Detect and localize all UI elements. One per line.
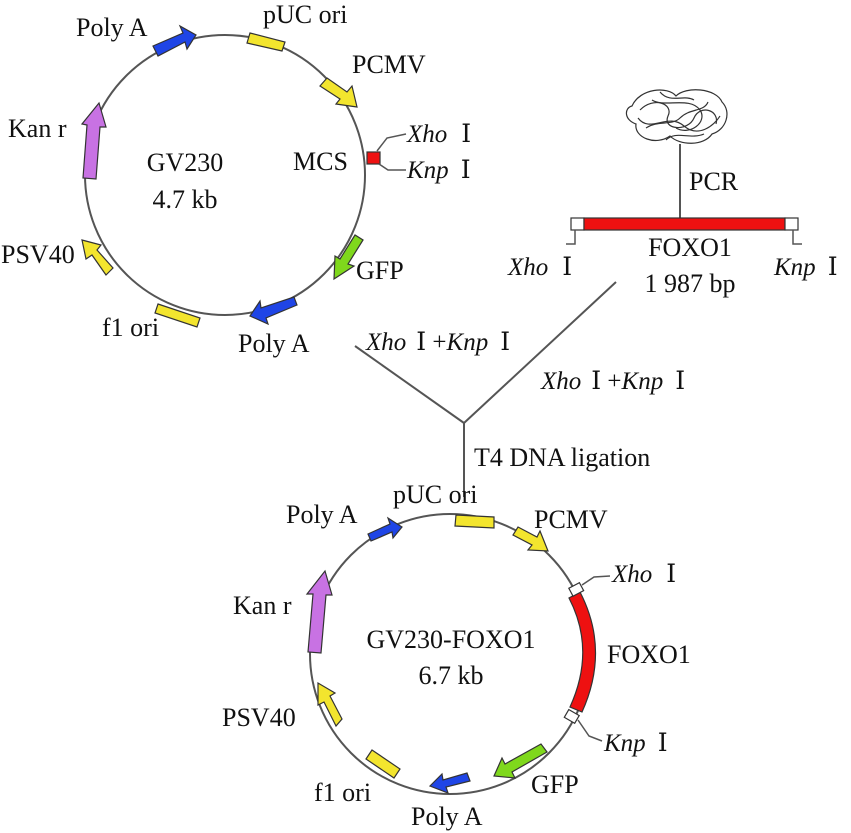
label-polyA-bottom: Poly A [238,329,310,358]
plasmid-gv230-foxo1: GV230-FOXO1 6.7 kb Poly A pUC ori PCMV F… [222,480,691,831]
knp-junction-box [563,708,581,725]
psv40-arrow [81,239,114,276]
label-pcr: PCR [689,167,739,196]
foxo1-insert-arc [568,591,597,713]
digest-line-left [354,345,465,424]
label-pcmv: PCMV [352,50,426,79]
label-foxo1-bottom: FOXO1 [607,640,691,669]
plasmid-gv230: GV230 4.7 kb Poly A pUC ori PCMV MCS Kan… [1,0,471,358]
label-puc-ori: pUC ori [263,0,348,29]
plasmid-backbone-bottom [309,513,591,795]
xho-leader-pcr [566,230,576,245]
insert-right-end [784,217,799,231]
kan-r-arrow-bottom [305,569,333,654]
label-gfp-bottom: GFP [531,770,579,799]
f1-ori-arrow [154,303,201,328]
puc-ori-arrow-bottom [454,514,495,529]
label-polyA-top-bottom: Poly A [286,500,358,529]
gfp-arrow [333,234,364,281]
xho-leader-top [376,133,407,152]
insert-bar [583,217,786,231]
xho-leader-bottom [581,575,611,586]
label-pcmv-bottom: PCMV [534,505,608,534]
label-kan-r: Kan r [8,114,67,143]
plasmid-size-bottom: 6.7 kb [419,661,484,690]
label-polyA-bottom-bottom: Poly A [411,802,483,831]
plasmid-name: GV230 [147,148,224,177]
mcs-box [366,151,381,165]
label-ligation: T4 DNA ligation [474,443,650,472]
label-mcs: MCS [293,147,348,176]
polyA-bottom-arrow-bottom [428,772,471,795]
label-foxo1-gene: FOXO1 [648,233,732,262]
knp-leader-pcr [792,230,802,245]
puc-ori-arrow [246,32,286,52]
dna-coil-icon [625,89,728,144]
polyA-top-arrow-bottom [367,516,403,542]
xho-junction-box [568,581,585,598]
pcmv-arrow-bottom [512,526,549,552]
gfp-arrow-bottom [493,743,548,779]
kan-r-arrow [80,101,107,180]
label-puc-ori-bottom: pUC ori [393,480,478,509]
label-psv40: PSV40 [1,240,75,269]
digest-line-right [463,281,617,424]
knp-leader-top [378,163,406,171]
label-f1-ori-bottom: f1 ori [314,778,371,807]
polyA-bottom-arrow [249,296,298,326]
pcmv-arrow [319,77,358,108]
polyA-top-arrow [152,24,197,57]
label-f1-ori: f1 ori [102,313,159,342]
psv40-arrow-bottom [317,681,343,728]
f1-ori-arrow-bottom [365,749,401,779]
label-gfp: GFP [356,256,404,285]
label-foxo1-size: 1 987 bp [645,269,736,298]
label-kan-r-bottom: Kan r [233,591,292,620]
label-polyA-top: Poly A [76,13,148,42]
plasmid-name-bottom: GV230-FOXO1 [367,625,536,654]
knp-leader-bottom [577,719,603,742]
label-psv40-bottom: PSV40 [222,703,296,732]
insert-left-end [570,217,585,231]
plasmid-size: 4.7 kb [153,185,218,214]
